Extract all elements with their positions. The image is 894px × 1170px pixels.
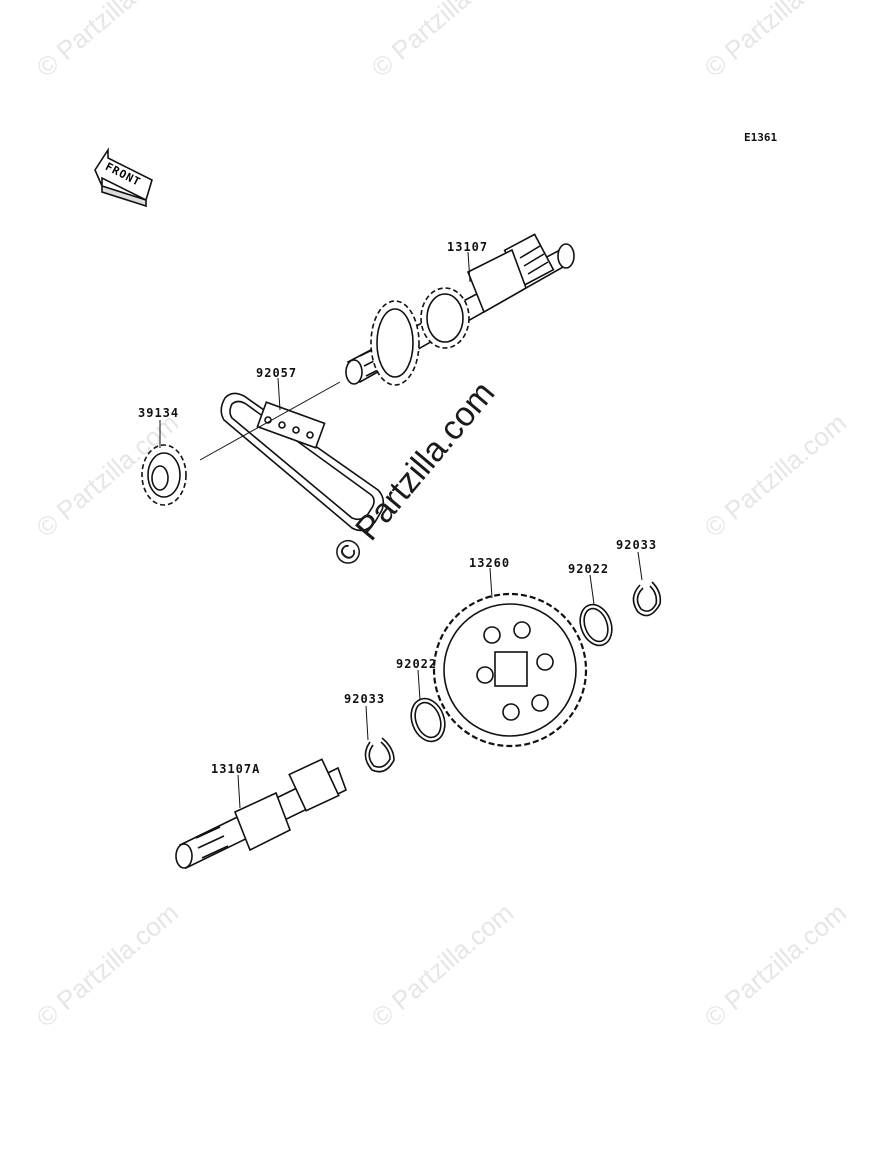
clip-92033-right	[632, 581, 662, 617]
sprocket-39134	[141, 444, 187, 506]
gear-13107-large	[420, 287, 470, 349]
callout-13260[interactable]: 13260	[469, 556, 511, 570]
callout-92022-right[interactable]: 92022	[568, 562, 610, 576]
chain-92057	[220, 392, 385, 532]
gear-13107-small	[370, 300, 420, 386]
clip-92033-left	[364, 737, 395, 773]
leader-lines	[159, 251, 643, 809]
diagram-code: E1361	[744, 131, 778, 144]
callout-39134[interactable]: 39134	[138, 406, 180, 420]
gear-13260	[432, 592, 588, 748]
callout-13107[interactable]: 13107	[447, 240, 489, 254]
ring-92022-right	[579, 603, 613, 647]
callout-13107A[interactable]: 13107A	[211, 762, 261, 776]
front-arrow-icon	[94, 147, 153, 208]
callout-92033-right[interactable]: 92033	[616, 538, 658, 552]
callout-92022-left[interactable]: 92022	[396, 657, 438, 671]
shaft-13107A	[175, 758, 347, 870]
callout-92057[interactable]: 92057	[256, 366, 298, 380]
ring-92022-left	[410, 697, 446, 743]
callout-92033-left[interactable]: 92033	[344, 692, 386, 706]
